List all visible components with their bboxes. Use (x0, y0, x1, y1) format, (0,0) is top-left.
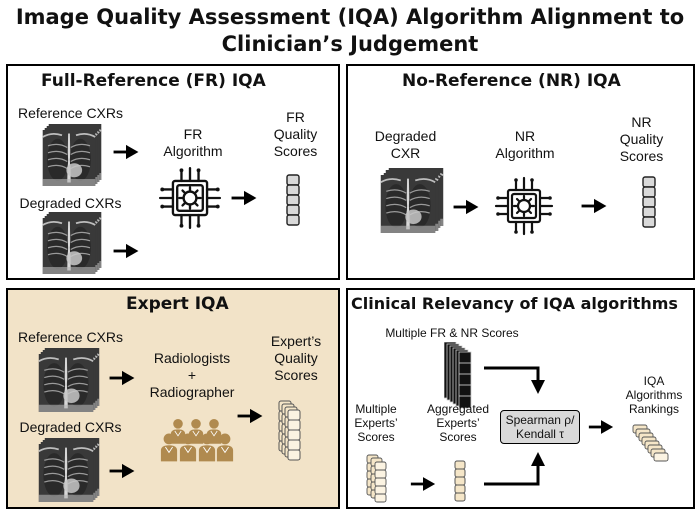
multiple-line2: Experts’ (354, 416, 398, 430)
nr-degraded-label: Degraded CXR (363, 128, 448, 162)
clinical-panel-title: Clinical Relevancy of IQA algorithms (351, 294, 678, 313)
expert-reference-label: Reference CXRs (17, 329, 124, 345)
arrow-right-icon (112, 243, 140, 259)
correlation-line1: Spearman ρ/ (505, 413, 575, 427)
nr-scores-label: NR Quality Scores (604, 114, 679, 165)
fr-algorithm-line1: FR (183, 126, 203, 142)
multiple-line1: Multiple (355, 402, 397, 416)
score-column-icon (632, 424, 669, 462)
connector-top (484, 366, 545, 394)
arrow-right-icon (236, 408, 264, 424)
arrow-right-icon (452, 199, 480, 215)
expert-scores-line2: Quality (274, 350, 318, 366)
multiple-line3: Scores (357, 430, 395, 444)
nr-scores-line3: Scores (619, 148, 664, 164)
arrow-right-icon (588, 419, 614, 435)
aggregated-experts-label: Aggregated Experts’ Scores (418, 402, 498, 444)
fr-scores-line2: Quality (273, 126, 318, 142)
expert-scores-line1: Expert’s (270, 333, 322, 349)
score-column-icon (642, 176, 656, 228)
aggregated-line2: Experts’ (436, 416, 480, 430)
arrow-right-icon (230, 190, 258, 206)
fr-scores-line1: FR (286, 109, 305, 125)
raters-line1: Radiologists (153, 350, 231, 366)
score-column-icon (278, 400, 301, 461)
score-column-icon (286, 174, 300, 226)
fr-panel-title: Full-Reference (FR) IQA (41, 71, 266, 91)
main-title: Image Quality Assessment (IQA) Algorithm… (0, 4, 700, 58)
fr-reference-label: Reference CXRs (17, 105, 124, 121)
arrow-right-icon (108, 370, 136, 386)
fr-scores-label: FR Quality Scores (258, 109, 333, 160)
expert-panel-title: Expert IQA (126, 294, 229, 314)
chest-xray-stack-icon (379, 168, 445, 233)
chest-xray-stack-icon (41, 124, 103, 186)
nr-algorithm-label: NR Algorithm (480, 128, 570, 162)
connector-bottom (484, 452, 545, 486)
chest-xray-stack-icon (37, 348, 101, 412)
raters-line3: Radiographer (149, 384, 235, 400)
nr-scores-line1: NR (631, 114, 652, 130)
main-title-line1: Image Quality Assessment (IQA) Algorithm… (15, 5, 685, 29)
raters-line2: + (187, 367, 197, 383)
fr-degraded-label: Degraded CXRs (19, 195, 122, 211)
correlation-box: Spearman ρ/ Kendall τ (500, 410, 580, 444)
arrow-right-icon (580, 198, 608, 214)
expert-scores-line3: Scores (274, 367, 318, 383)
expert-iqa-panel: Expert IQA Reference CXRs Degraded CXRs … (6, 288, 340, 509)
fr-algorithm-label: FR Algorithm (148, 126, 238, 160)
rankings-label: IQA Algorithms Rankings (616, 374, 692, 416)
nr-algorithm-line1: NR (514, 128, 536, 144)
nr-panel-title: No-Reference (NR) IQA (402, 71, 621, 91)
arrow-right-icon (108, 463, 136, 479)
people-group-icon (160, 418, 234, 462)
expert-raters-label: Radiologists + Radiographer (142, 350, 242, 401)
aggregated-line1: Aggregated (426, 402, 490, 416)
arrow-right-icon (410, 476, 436, 492)
nr-iqa-panel: No-Reference (NR) IQA Degraded CXR NR Al… (346, 64, 695, 280)
score-column-icon (444, 342, 472, 409)
expert-degraded-label: Degraded CXRs (19, 419, 122, 435)
arrow-right-icon (112, 144, 140, 160)
chip-gear-icon (494, 176, 554, 236)
chest-xray-stack-icon (41, 212, 103, 274)
expert-scores-label: Expert’s Quality Scores (256, 333, 336, 384)
multiple-experts-label: Multiple Experts’ Scores (348, 402, 404, 444)
fr-iqa-panel: Full-Reference (FR) IQA Reference CXRs D… (6, 64, 340, 280)
score-column-icon (454, 460, 466, 502)
rankings-line3: Rankings (628, 402, 680, 416)
clinical-relevancy-panel: Clinical Relevancy of IQA algorithms Mul… (346, 288, 695, 509)
main-title-line2: Clinician’s Judgement (221, 32, 479, 56)
nr-degraded-line2: CXR (390, 145, 421, 161)
nr-degraded-line1: Degraded (374, 128, 437, 144)
rankings-line2: Algorithms (625, 388, 683, 402)
aggregated-line3: Scores (439, 430, 477, 444)
fr-algorithm-line2: Algorithm (163, 143, 223, 159)
nr-algorithm-line2: Algorithm (495, 145, 555, 161)
fr-scores-line3: Scores (273, 143, 318, 159)
score-column-icon (366, 454, 387, 503)
rankings-line1: IQA (643, 374, 665, 388)
chip-gear-icon (158, 166, 222, 230)
correlation-line2: Kendall τ (515, 427, 565, 441)
nr-scores-line2: Quality (619, 131, 664, 147)
chest-xray-stack-icon (37, 438, 101, 502)
multi-scores-label: Multiple FR & NR Scores (385, 326, 519, 340)
